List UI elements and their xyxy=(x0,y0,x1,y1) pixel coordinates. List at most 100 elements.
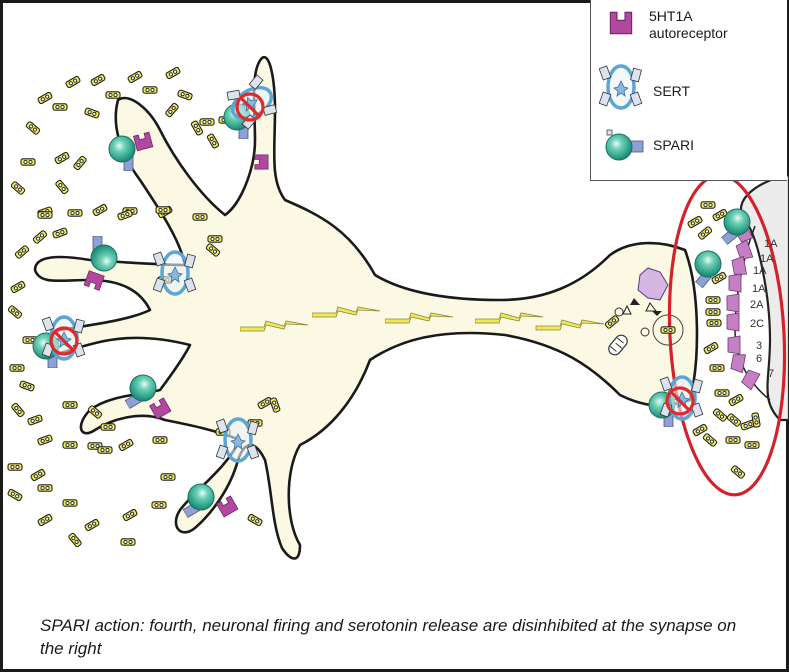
serotonin-icon xyxy=(121,508,139,522)
legend-label-line: 5HT1A xyxy=(649,8,693,24)
serotonin-icon xyxy=(155,206,171,214)
serotonin-icon xyxy=(25,120,41,136)
serotonin-icon xyxy=(712,407,728,423)
serotonin-icon xyxy=(117,438,135,452)
serotonin-icon xyxy=(20,158,36,166)
serotonin-icon xyxy=(714,389,730,397)
receptor-subtype-label: 6 xyxy=(756,353,762,365)
mitochondrion-icon xyxy=(608,334,628,356)
enzyme-icon xyxy=(637,267,669,301)
serotonin-receptor-icon xyxy=(726,312,740,332)
serotonin-icon xyxy=(29,468,47,482)
serotonin-icon xyxy=(64,75,82,89)
serotonin-icon xyxy=(53,151,71,165)
serotonin-icon xyxy=(706,319,722,327)
serotonin-icon xyxy=(152,436,168,444)
serotonin-icon xyxy=(206,132,220,150)
vesicle-icon xyxy=(640,327,650,337)
receptor-subtype-label: 1A xyxy=(760,253,774,265)
serotonin-receptor-icon xyxy=(727,335,741,355)
serotonin-icon xyxy=(67,532,83,548)
receptor-subtype-label: 1A xyxy=(753,265,767,277)
serotonin-receptor-icon xyxy=(741,369,761,391)
serotonin-icon xyxy=(10,180,26,196)
receptor-subtype-label: 2A xyxy=(750,299,764,311)
serotonin-icon xyxy=(730,464,746,480)
serotonin-icon xyxy=(6,488,24,502)
serotonin-icon xyxy=(142,86,158,94)
serotonin-icon xyxy=(697,225,713,241)
serotonin-icon xyxy=(744,441,760,449)
legend-label-sert: SERT xyxy=(653,83,691,99)
serotonin-icon xyxy=(705,308,721,316)
serotonin-icon xyxy=(18,380,36,392)
serotonin-receptor-icon xyxy=(726,293,740,313)
serotonin-icon xyxy=(83,518,101,532)
serotonin-icon xyxy=(207,235,223,243)
serotonin-icon xyxy=(14,244,30,260)
vesicle-icon xyxy=(614,307,624,317)
serotonin-icon xyxy=(725,436,741,444)
5ht1a-autoreceptor-icon xyxy=(609,11,633,35)
serotonin-icon xyxy=(36,513,54,527)
serotonin-icon xyxy=(83,107,101,119)
serotonin-icon xyxy=(702,432,718,448)
serotonin-icon xyxy=(67,209,83,217)
serotonin-icon xyxy=(709,364,725,372)
serotonin-icon xyxy=(700,201,716,209)
serotonin-icon xyxy=(176,89,194,101)
presynaptic-neuron xyxy=(33,55,699,560)
serotonin-icon xyxy=(702,341,720,355)
serotonin-icon xyxy=(105,91,121,99)
serotonin-icon xyxy=(160,473,176,481)
receptor-subtype-label: 1A xyxy=(752,283,766,295)
serotonin-icon xyxy=(7,463,23,471)
sert-transporter-icon xyxy=(599,64,643,110)
serotonin-icon xyxy=(10,402,26,418)
serotonin-receptor-icon xyxy=(735,239,754,260)
serotonin-icon xyxy=(37,211,53,219)
receptor-subtype-label: 2C xyxy=(750,318,764,330)
serotonin-icon xyxy=(54,179,70,195)
spari-icon xyxy=(90,236,118,272)
serotonin-icon xyxy=(192,213,208,221)
serotonin-icon xyxy=(116,209,134,221)
serotonin-icon xyxy=(660,326,676,334)
serotonin-icon xyxy=(151,501,167,509)
sert-icon xyxy=(216,417,260,463)
legend-label-autoreceptor: 5HT1A autoreceptor xyxy=(649,8,728,42)
serotonin-icon xyxy=(7,304,23,320)
serotonin-receptor-icon xyxy=(728,273,742,293)
serotonin-icon xyxy=(199,118,215,126)
serotonin-icon xyxy=(62,401,78,409)
serotonin-icon xyxy=(686,215,704,229)
serotonin-icon xyxy=(164,102,180,118)
serotonin-icon xyxy=(52,103,68,111)
serotonin-receptor-icon xyxy=(731,255,747,275)
serotonin-icon xyxy=(100,423,116,431)
precursor-icon xyxy=(622,304,632,315)
legend: 5HT1A autoreceptor SERT SPARI xyxy=(590,0,787,181)
serotonin-icon xyxy=(705,296,721,304)
serotonin-icon xyxy=(36,91,54,105)
serotonin-icon xyxy=(246,513,264,527)
serotonin-icon xyxy=(126,70,144,84)
serotonin-icon xyxy=(51,227,69,239)
serotonin-icon xyxy=(726,412,742,428)
serotonin-icon xyxy=(9,280,27,294)
serotonin-icon xyxy=(26,414,44,426)
serotonin-icon xyxy=(9,364,25,372)
serotonin-icon xyxy=(36,434,54,446)
spari-drug-icon xyxy=(605,129,644,161)
legend-label-spari: SPARI xyxy=(653,137,694,153)
serotonin-icon xyxy=(37,484,53,492)
serotonin-icon xyxy=(164,66,182,80)
serotonin-receptor-icon xyxy=(730,354,746,374)
serotonin-icon xyxy=(72,155,88,171)
legend-label-line: autoreceptor xyxy=(649,25,728,41)
spari-icon xyxy=(108,135,136,171)
serotonin-icon xyxy=(32,229,48,245)
precursor-icon xyxy=(652,311,662,316)
receptor-subtype-label: 7 xyxy=(768,368,774,380)
